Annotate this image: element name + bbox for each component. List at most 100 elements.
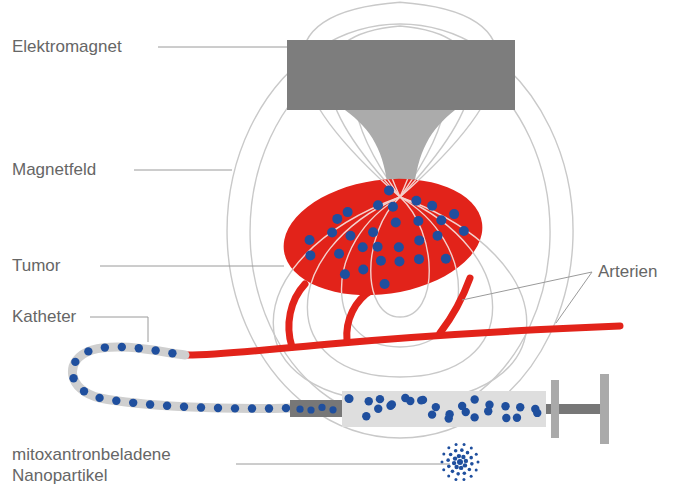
nanoparticle [168,349,176,357]
nanoparticle [459,466,463,470]
nanoparticle [436,215,446,225]
nanoparticle [445,414,453,422]
nanoparticle [441,460,444,463]
field-line [355,55,445,198]
nanoparticle-cluster [441,443,480,481]
nanoparticle [463,463,467,467]
nanoparticle [340,269,350,279]
field-line [329,26,472,197]
nanoparticle [388,400,396,408]
nanoparticle [442,453,445,456]
field-line [250,44,550,420]
nanoparticle [469,456,473,460]
nanoparticle [163,402,171,410]
nanoparticle [69,374,77,382]
nanoparticle [358,242,368,252]
nanoparticle [447,475,450,478]
nanoparticle [411,196,421,206]
syringe-flange [551,380,559,438]
nanoparticle [368,227,378,237]
nanoparticle [501,402,509,410]
nanoparticle [502,414,510,422]
nanoparticle [453,456,457,460]
nanoparticle [373,242,383,252]
nanoparticle [455,443,458,446]
nanoparticle [248,404,256,412]
artery-branch [289,284,305,347]
nanoparticle [533,409,541,417]
nanoparticle [454,449,458,453]
nanoparticle [180,403,188,411]
nanoparticle [80,387,88,395]
nanoparticle [470,446,473,449]
nanoparticle [84,347,92,355]
leader-line [158,47,287,48]
part-label: Magnetfeld [12,159,96,180]
nanoparticles-in-syringe [296,394,541,423]
nanoparticle [71,358,79,366]
nanoparticle [343,207,353,217]
nanoparticle [146,400,154,408]
nanoparticle [305,235,315,245]
nanoparticle [394,257,404,267]
nanoparticle [362,412,370,420]
nanoparticle [95,394,103,402]
syringe-tip [290,400,342,417]
field-lines-on-tumor [227,2,573,438]
nanoparticle [470,395,478,403]
nanoparticle [332,214,342,224]
nanoparticle [417,396,425,404]
nanoparticle [231,404,239,412]
nanoparticle [345,231,355,241]
nanoparticle [441,254,451,264]
nanoparticle [427,201,437,211]
nanoparticle [197,403,205,411]
nanoparticle [446,458,450,462]
nanoparticle [428,410,436,418]
nanoparticle [457,454,461,458]
nanoparticle [327,228,337,238]
nanoparticle [380,279,390,289]
nanoparticle [432,403,440,411]
leader-line [462,272,592,300]
field-line [273,197,527,402]
artery-main [182,326,620,355]
nanoparticle [462,478,465,481]
field-line [302,2,497,197]
nanoparticle [454,465,458,469]
leader-line [236,464,450,465]
nanoparticle [344,394,352,402]
nanoparticle [296,406,303,413]
nanoparticle [470,462,474,466]
artery-branch [347,290,372,341]
nanoparticle [463,471,467,475]
catheter [72,347,292,409]
part-label: Elektromagnet [12,36,122,57]
nanoparticle [373,200,383,210]
nanoparticles-in-catheter [69,343,290,413]
nanoparticle [358,264,368,274]
nanoparticle [129,399,137,407]
nanoparticle [318,404,325,411]
syringe-barrel [342,391,546,427]
part-label: Arterien [598,261,658,282]
nanoparticle [112,397,120,405]
nanoparticle [374,405,382,413]
nanoparticle [391,217,401,227]
artery-branch [440,278,470,333]
nanoparticle [459,226,469,236]
nanoparticle [413,216,423,226]
nanoparticle [442,468,445,471]
nanoparticle [214,404,222,412]
leader-line [100,266,284,267]
nanoparticle [456,472,460,476]
nanoparticle [460,448,464,452]
nanoparticle [470,413,478,421]
nanoparticle [101,343,109,351]
nanoparticles-in-tumor [305,186,469,289]
part-label: mitoxantronbeladene Nanopartikel [12,444,202,486]
nanoparticle [449,453,453,457]
electromagnet-body [287,40,515,110]
field-line [342,197,459,347]
leader-line [556,272,592,323]
